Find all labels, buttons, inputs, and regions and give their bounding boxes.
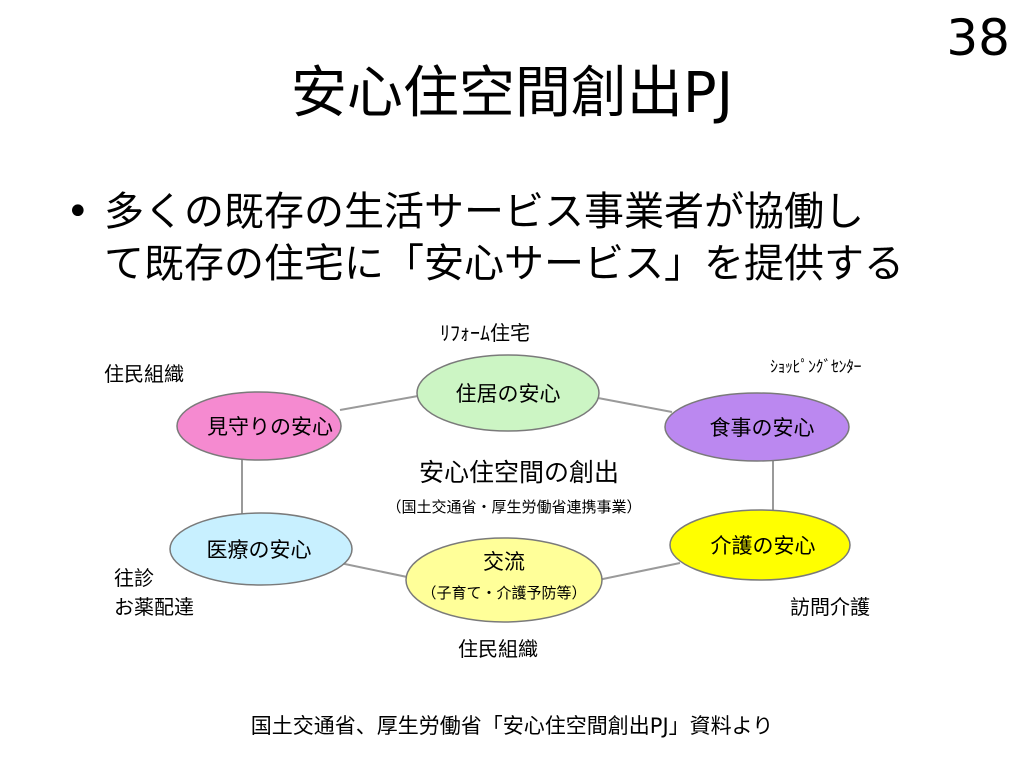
label-medicine-delivery: お薬配達 [114, 595, 194, 619]
bullet-dot-icon: • [66, 189, 90, 235]
node-watch-shape [176, 391, 342, 461]
node-medical-shape [169, 512, 353, 586]
node-food-label: 食事の安心 [710, 416, 815, 440]
node-medical-label: 医療の安心 [207, 538, 312, 562]
node-housing-shape [416, 354, 600, 432]
node-housing-label: 住居の安心 [456, 382, 561, 406]
connector-housing-food [597, 397, 673, 413]
node-housing: 住居の安心 [416, 354, 600, 432]
node-medical: 医療の安心 [169, 512, 353, 586]
source-note: 国土交通省、厚生労働省「安心住空間創出PJ」資料より [250, 714, 774, 738]
node-care: 介護の安心 [669, 509, 851, 581]
node-care-label: 介護の安心 [711, 534, 816, 558]
connector-watch-housing [339, 395, 419, 411]
page-number: 38 [946, 9, 1010, 67]
bullet-line-1: 多くの既存の生活サービス事業者が協働し [104, 189, 864, 235]
bullet-point: • 多くの既存の生活サービス事業者が協働し て既存の住宅に「安心サービス」を提供… [66, 186, 946, 290]
node-watch-label: 見守りの安心 [207, 415, 333, 439]
node-exchange-label: 交流 [483, 550, 525, 574]
label-resident-org-top: 住民組織 [104, 362, 184, 386]
connector-care-exchange [597, 562, 681, 581]
node-food-shape [664, 392, 850, 462]
node-exchange-sublabel: （子育て・介護予防等） [421, 584, 586, 602]
connector-exchange-medical [339, 562, 413, 579]
bullet-line-2: て既存の住宅に「安心サービス」を提供する [104, 241, 904, 287]
label-home-care: 訪問介護 [790, 595, 870, 619]
node-exchange-shape [405, 537, 603, 623]
label-house-call: 往診 [114, 566, 154, 590]
label-shopping-center: ｼｮｯﾋﾟﾝｸﾞｾﾝﾀｰ [770, 357, 862, 376]
node-care-shape [669, 509, 851, 581]
label-reform-housing: ﾘﾌｫｰﾑ住宅 [440, 321, 530, 345]
node-food: 食事の安心 [664, 392, 850, 462]
slide-title: 安心住空間創出PJ [290, 61, 734, 126]
diagram-center-title: 安心住空間の創出 [419, 458, 619, 487]
node-watch: 見守りの安心 [176, 391, 342, 461]
node-exchange: 交流 （子育て・介護予防等） [405, 537, 603, 623]
diagram-center-subtitle: （国土交通省・厚生労働省連携事業） [386, 498, 641, 516]
label-resident-org-bottom: 住民組織 [458, 637, 538, 661]
bullet-text: 多くの既存の生活サービス事業者が協働し て既存の住宅に「安心サービス」を提供する [104, 186, 946, 290]
diagram-connectors [241, 395, 774, 581]
